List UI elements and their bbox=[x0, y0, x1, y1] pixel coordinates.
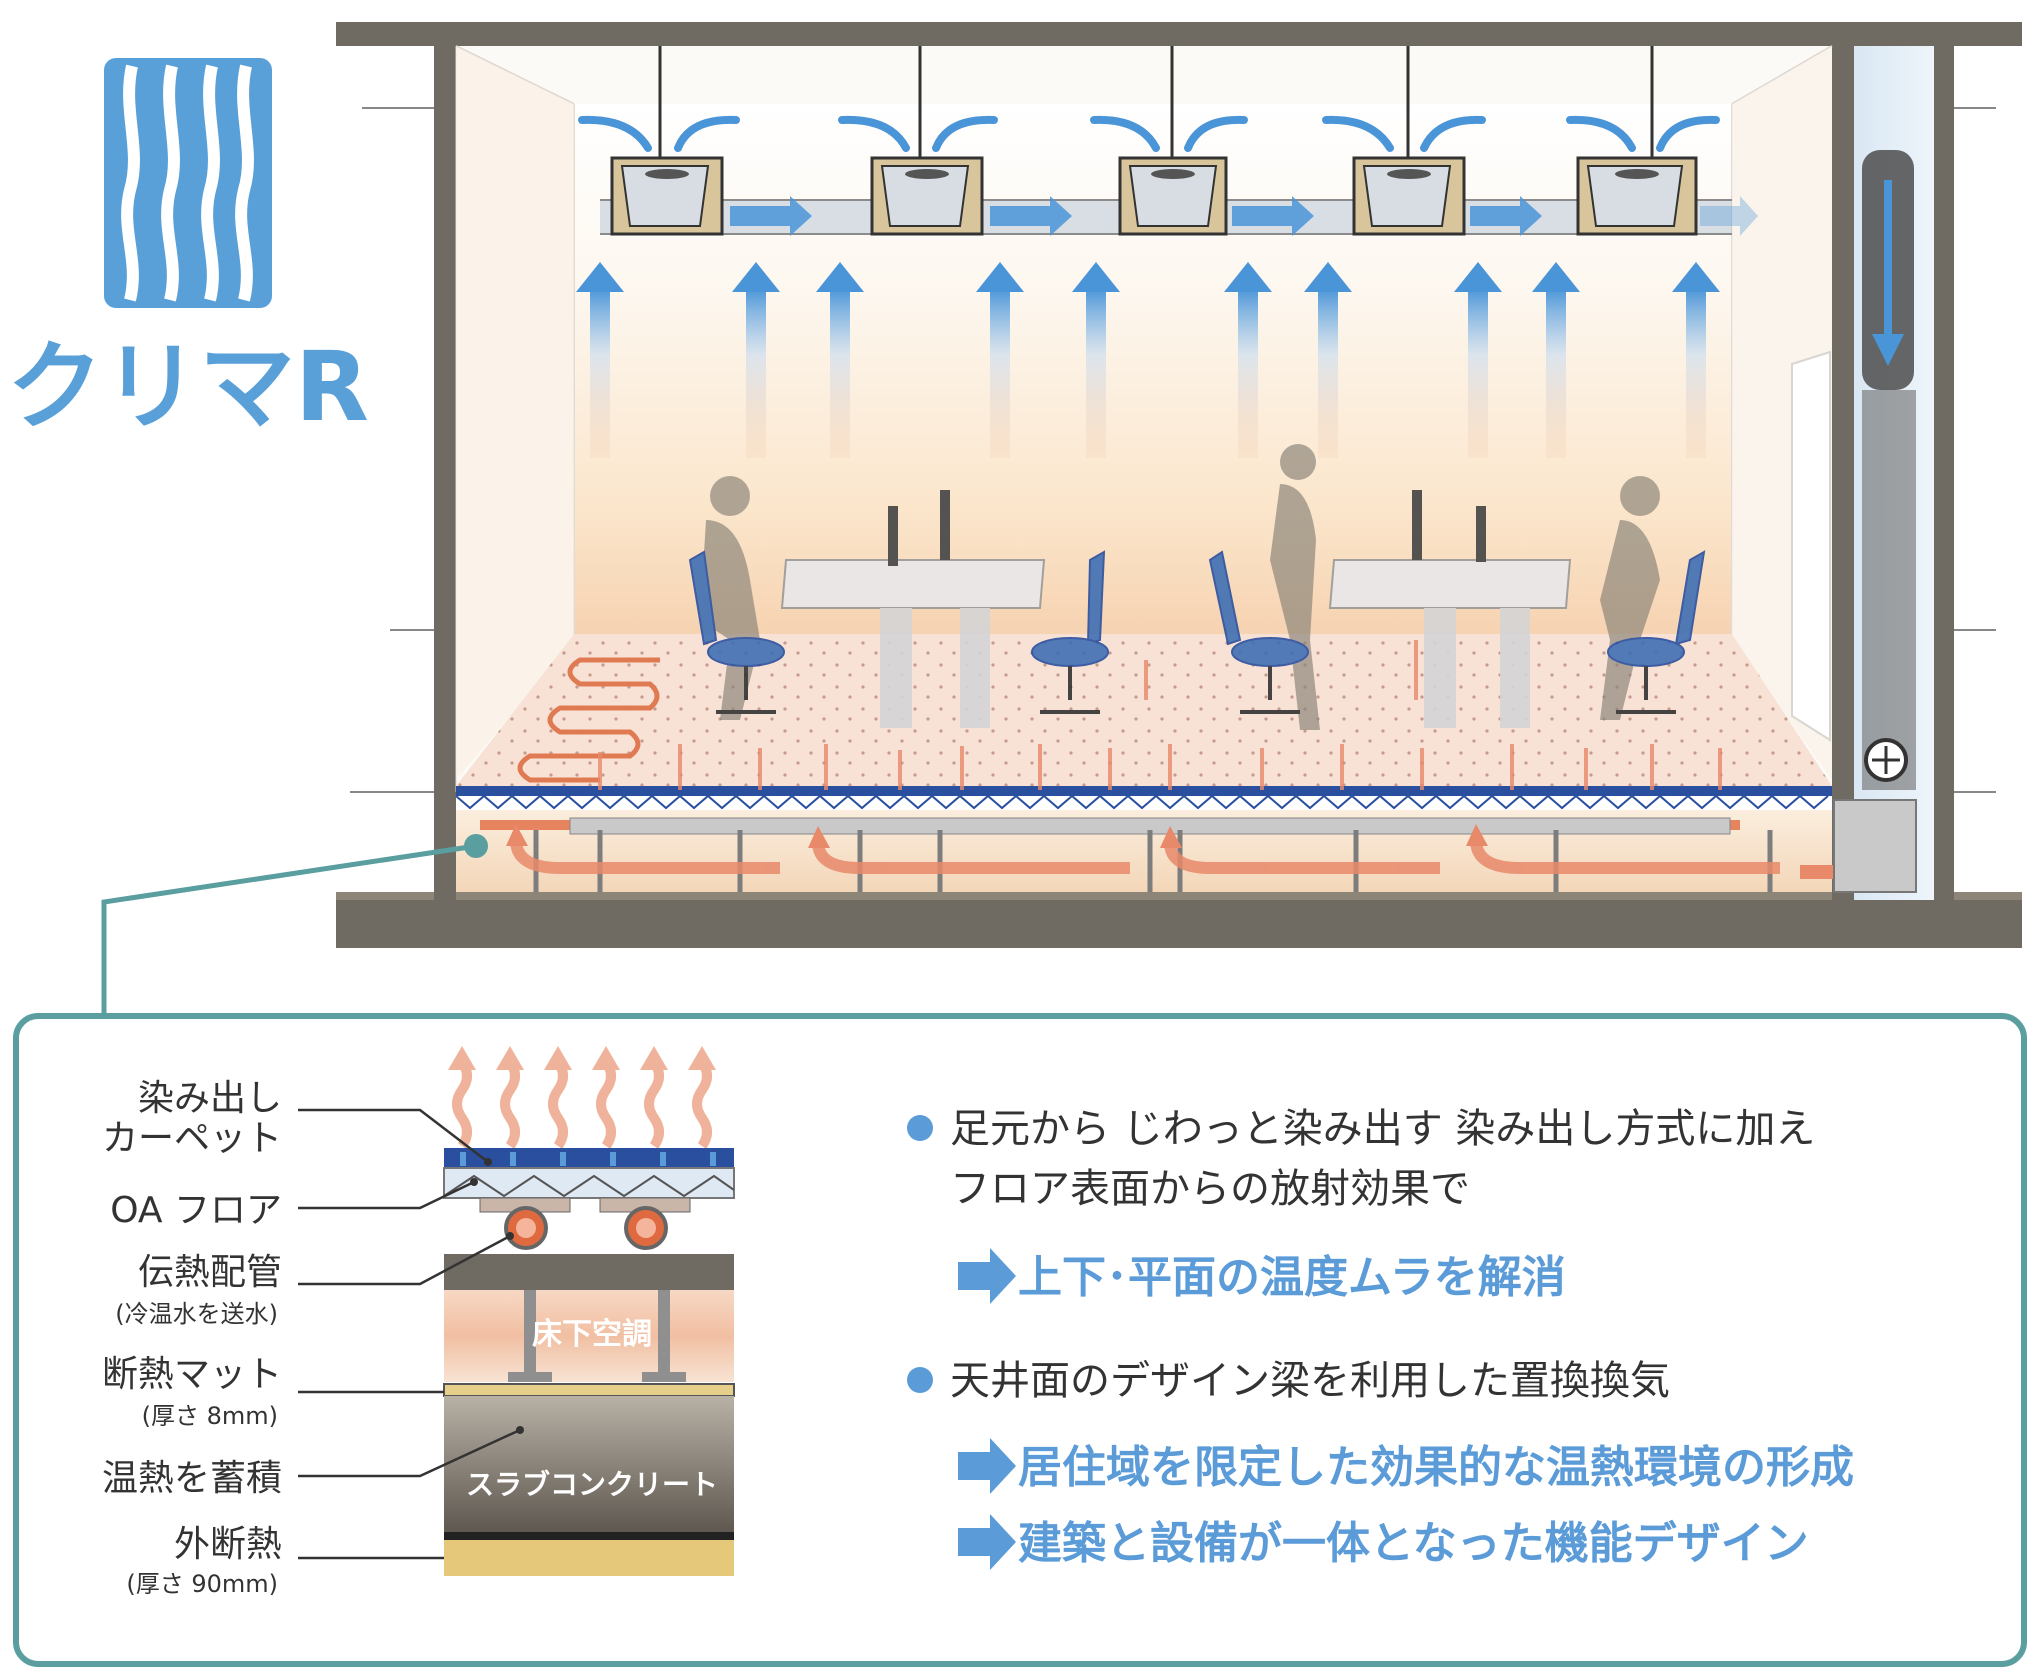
bullet-dot-icon bbox=[907, 1367, 933, 1393]
callout-lines bbox=[298, 1108, 521, 1560]
building-section bbox=[336, 22, 2022, 948]
logo-text: クリマR bbox=[7, 331, 369, 443]
ceiling-airflow-arrows bbox=[578, 115, 1720, 152]
result-arrow-icon bbox=[958, 1438, 1016, 1494]
label-oa-floor: OA フロア bbox=[110, 1190, 282, 1231]
label-slab: 温熱を蓄積 bbox=[102, 1458, 282, 1499]
underfloor-label: 床下空調 bbox=[532, 1317, 652, 1352]
result-arrow-icon bbox=[958, 1514, 1016, 1570]
label-ext-insul: 外断熱 bbox=[174, 1524, 282, 1565]
label-pipe: 伝熱配管 bbox=[138, 1252, 282, 1293]
floor-cross-section: 床下空調 スラブコンクリート bbox=[443, 1046, 735, 1576]
bullet-2-result-1: 居住域を限定した効果的な温熱環境の形成 bbox=[1018, 1442, 1854, 1493]
bullet-2-result-2: 建築と設備が一体となった機能デザイン bbox=[1018, 1518, 1809, 1569]
slab-label: スラブコンクリート bbox=[466, 1468, 718, 1501]
klima-r-logo: クリマR bbox=[7, 58, 369, 443]
label-mat: 断熱マット bbox=[102, 1354, 282, 1395]
label-carpet-1: 染み出し bbox=[138, 1078, 282, 1119]
label-mat-sub: (厚さ 8mm) bbox=[142, 1402, 278, 1430]
callout-label-group: 染み出し カーペット OA フロア 伝熱配管 (冷温水を送水) 断熱マット (厚… bbox=[102, 1078, 282, 1598]
callout-connector bbox=[101, 834, 488, 1016]
bullet-1-line-2: フロア表面からの放射効果で bbox=[950, 1166, 1470, 1212]
bullet-dot-icon bbox=[907, 1115, 933, 1141]
bullet-1-result-1: 上下･平面の温度ムラを解消 bbox=[1018, 1252, 1566, 1303]
bullet-1-line-1: 足元から じわっと染み出す 染み出し方式に加え bbox=[950, 1106, 1815, 1152]
label-ext-insul-sub: (厚さ 90mm) bbox=[126, 1570, 278, 1598]
office-furniture bbox=[688, 444, 1706, 730]
label-carpet-2: カーペット bbox=[102, 1118, 282, 1159]
floor-heating-coil bbox=[517, 657, 660, 783]
rising-air-arrows bbox=[576, 262, 1720, 458]
ceiling-air-units bbox=[610, 156, 1698, 236]
bullet-2-line-1: 天井面のデザイン梁を利用した置換換気 bbox=[950, 1358, 1670, 1404]
label-pipe-sub: (冷温水を送水) bbox=[115, 1300, 278, 1328]
result-arrow-icon bbox=[958, 1248, 1016, 1304]
feature-bullets: 足元から じわっと染み出す 染み出し方式に加え フロア表面からの放射効果で 上下… bbox=[907, 1106, 1854, 1570]
